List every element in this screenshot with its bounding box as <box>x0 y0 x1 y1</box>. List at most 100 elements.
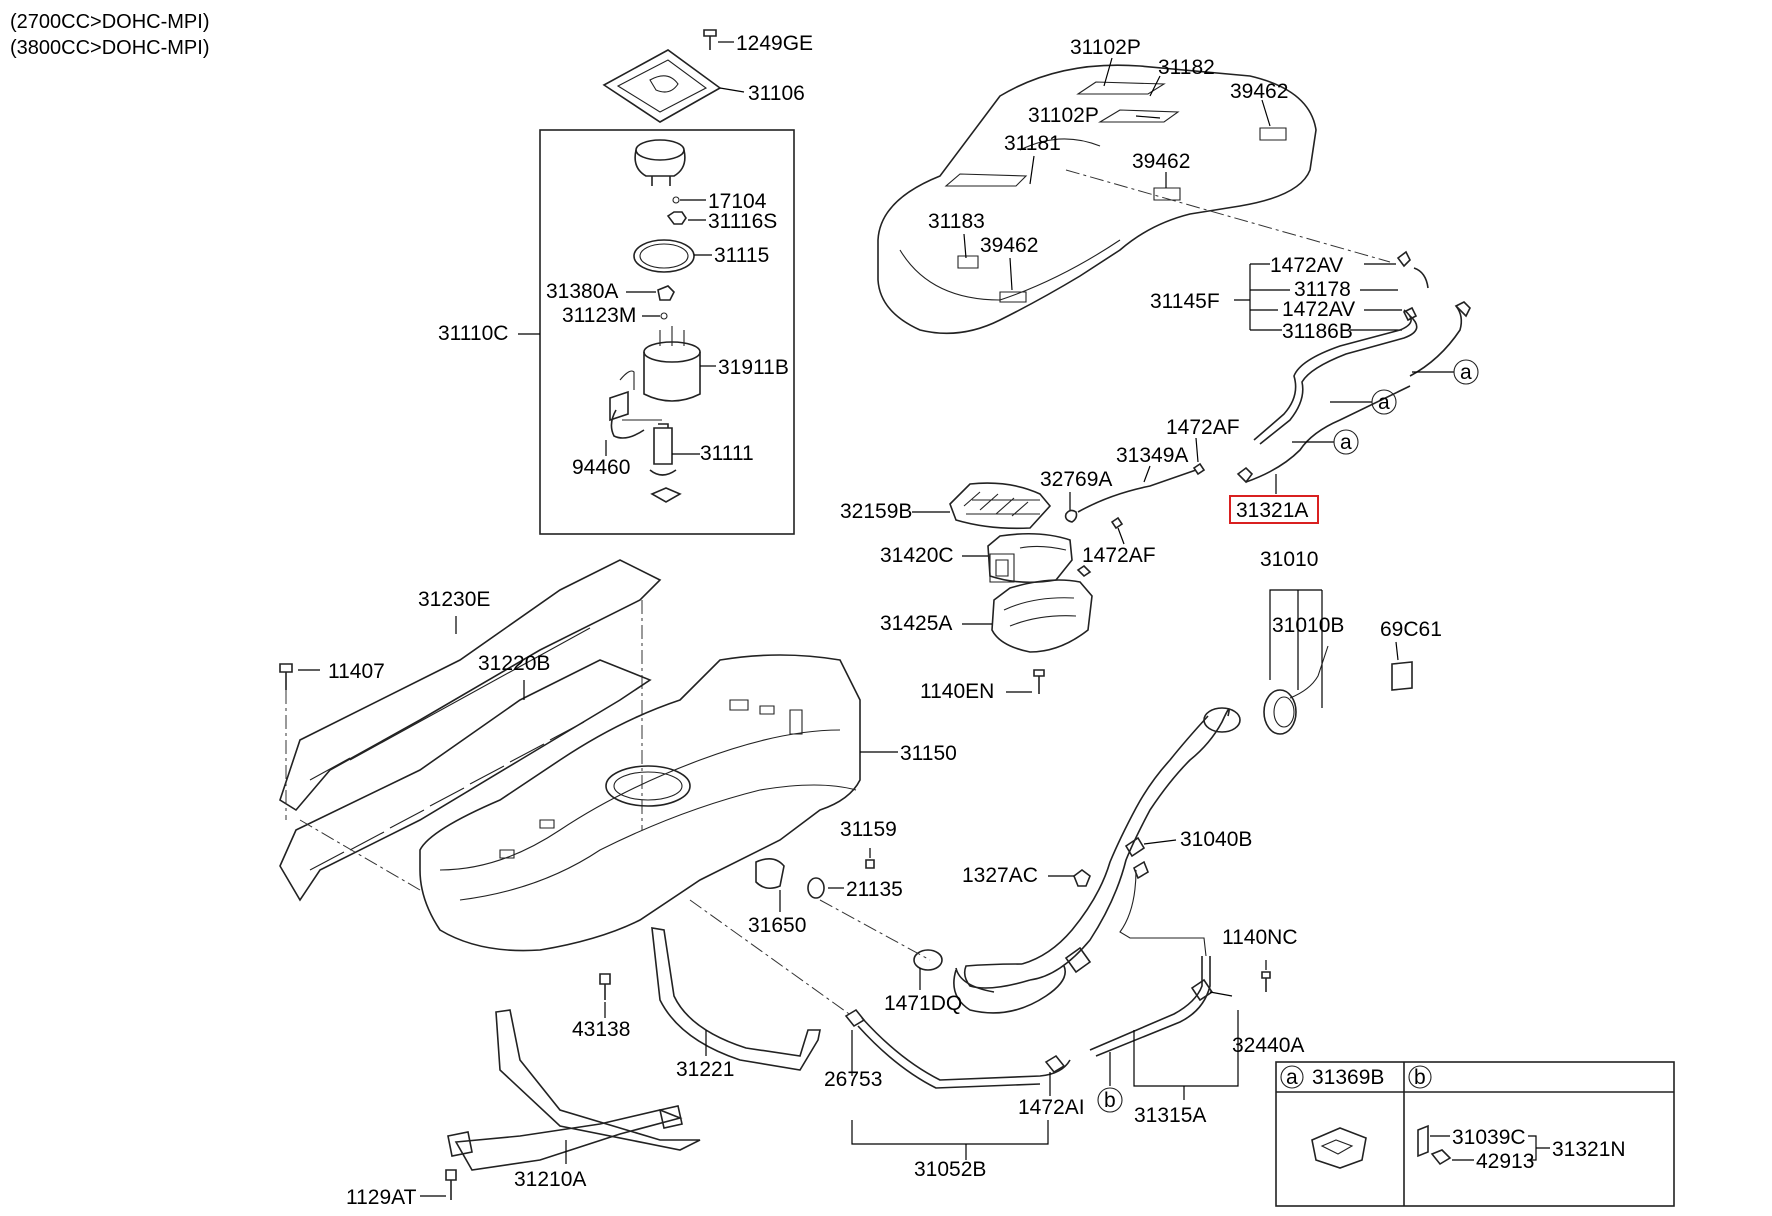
filler-hose <box>953 965 1066 1014</box>
oring-31123m <box>660 312 668 320</box>
leader-31182 <box>1149 75 1161 97</box>
vent-pipe-31315a-b <box>1095 956 1211 1057</box>
label-31220b: 31220B <box>478 652 550 675</box>
clip-1472av-a <box>1396 250 1411 268</box>
leader-31183 <box>963 233 967 259</box>
legend-frame <box>1275 1061 1675 1207</box>
screw-31159 <box>865 859 875 869</box>
label-31230e: 31230E <box>418 588 490 611</box>
canister-bracket-31425a <box>991 579 1093 653</box>
dash-line-shield-2 <box>299 819 421 891</box>
fuel-cap-inner <box>1273 696 1295 728</box>
label-39462-a: 39462 <box>1230 80 1288 103</box>
vent-hose-line <box>1119 869 1207 957</box>
vent-pipe-3 <box>1245 385 1411 483</box>
nut-1327ac <box>1073 869 1091 887</box>
label-31349a: 31349A <box>1116 444 1188 467</box>
fuel-cap-31010 <box>1263 689 1297 735</box>
strap-31210a-outer <box>495 1009 701 1151</box>
tank-pump-opening <box>605 765 691 807</box>
bracket-31145f <box>1234 263 1290 331</box>
part-labels: 1249GE 31106 17104 31116S 31115 31380A 3… <box>328 32 1626 1209</box>
oring-17104 <box>672 196 680 204</box>
leader-31102p-b <box>1135 115 1161 119</box>
return-hose-31052b <box>861 1017 1071 1081</box>
label-31010b: 31010B <box>1272 614 1344 637</box>
tank-shell-31150 <box>419 654 861 952</box>
legend-label-31039c: 31039C <box>1452 1126 1526 1149</box>
label-1472av-a: 1472AV <box>1270 254 1343 277</box>
legend-a-circle <box>1280 1065 1304 1089</box>
leader-31349a <box>1143 465 1151 483</box>
filler-hose-inner <box>955 967 995 993</box>
label-11407: 11407 <box>328 660 385 683</box>
filler-neck-brackets <box>1124 836 1149 880</box>
highlight-box-31321a <box>1229 495 1319 524</box>
canister-detail <box>989 545 1067 583</box>
fuel-pump-assembly-frame <box>539 129 795 535</box>
canister-bracket-detail <box>1003 597 1077 627</box>
label-31650: 31650 <box>748 914 806 937</box>
bracket-31039c <box>1417 1124 1429 1158</box>
label-31186b: 31186B <box>1282 320 1353 343</box>
callout-a2-circle <box>1371 389 1397 415</box>
pump-strainer <box>650 487 682 503</box>
main-fuel-tank <box>419 654 931 1018</box>
leader-31106 <box>719 87 745 93</box>
vent-connector-top <box>1454 301 1471 318</box>
tank-top-pads <box>944 81 1287 201</box>
pump-flange-body <box>634 149 686 186</box>
fuel-cap-group <box>1263 589 1413 735</box>
filler-neck-clamp <box>1064 946 1092 974</box>
seal-21135 <box>807 877 825 899</box>
label-31115: 31115 <box>714 244 769 267</box>
filter-pipes <box>659 326 685 346</box>
bolt-1140nc <box>1261 971 1271 992</box>
clamp-1472ai <box>1044 1054 1066 1074</box>
callout-a1: a <box>1460 361 1472 384</box>
filler-neck-31040b-inner <box>1021 715 1209 965</box>
clip-31369b <box>1311 1127 1367 1169</box>
filter-canister-31911b <box>643 352 701 402</box>
leader-39462-c <box>1009 257 1013 291</box>
callout-b1: b <box>1104 1089 1116 1112</box>
label-31010: 31010 <box>1260 548 1318 571</box>
label-31102p-b: 31102P <box>1028 104 1099 127</box>
bolt-1140en <box>1033 669 1045 694</box>
label-21135: 21135 <box>846 878 903 901</box>
label-31182: 31182 <box>1158 56 1215 79</box>
strap-31221 <box>651 927 821 1071</box>
leader-1472af-b <box>1117 527 1125 545</box>
label-1140nc: 1140NC <box>1222 926 1298 949</box>
label-31911b: 31911B <box>718 356 789 379</box>
strap-31210a-ends <box>447 1105 683 1157</box>
label-1472av-b: 1472AV <box>1282 298 1355 321</box>
label-31110c: 31110C <box>438 322 508 345</box>
leader-69c61 <box>1395 641 1399 661</box>
label-31106: 31106 <box>748 82 805 105</box>
screw-1249ge <box>703 29 717 50</box>
dash-line-seal <box>819 899 931 961</box>
bracket-31315a <box>1133 1010 1239 1100</box>
legend-label-42913: 42913 <box>1476 1150 1534 1173</box>
legend-label-31321n: 31321N <box>1552 1138 1626 1161</box>
legend-b-letter: b <box>1414 1066 1426 1089</box>
leader-31181 <box>1029 155 1035 185</box>
label-31210a: 31210A <box>514 1168 586 1191</box>
clip-42913 <box>1430 1149 1452 1166</box>
label-69c61 <box>1391 661 1413 691</box>
bracket-31052b <box>851 1120 1049 1160</box>
legend-a-part: 31369B <box>1312 1066 1384 1089</box>
return-hose-31052b-b <box>857 1025 1041 1089</box>
vent-elbow-31178 <box>1413 267 1429 289</box>
callout-a2: a <box>1378 391 1390 414</box>
leader-32440a <box>1209 991 1233 997</box>
engine-variant-3800cc: (3800CC>DOHC-MPI) <box>10 37 209 59</box>
legend-a-letter: a <box>1286 1066 1298 1089</box>
leader-1472af-a <box>1195 437 1199 463</box>
tank-pads <box>499 699 803 859</box>
dash-line-tank-vent <box>1065 169 1391 263</box>
bolt-1129at <box>445 1169 457 1200</box>
label-32440a: 32440A <box>1232 1034 1304 1057</box>
label-1472af-b: 1472AF <box>1082 544 1156 567</box>
